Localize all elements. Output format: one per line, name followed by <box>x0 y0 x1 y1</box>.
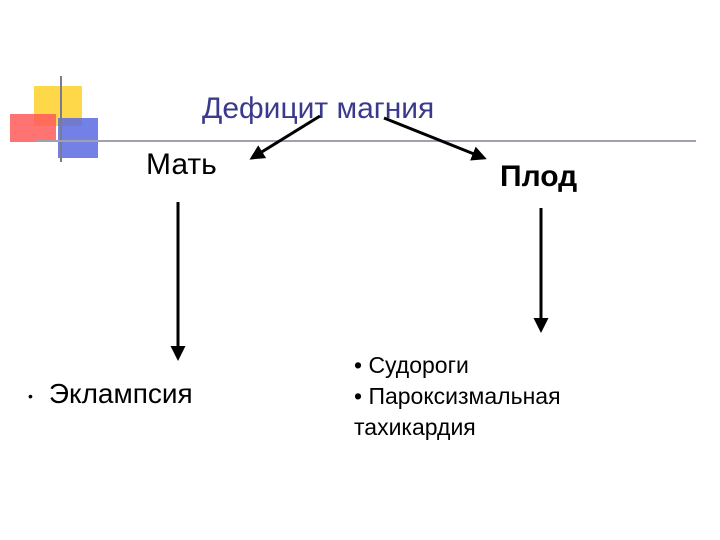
arrow-title-to-fetus <box>384 118 484 158</box>
arrow-title-to-mother <box>252 116 320 158</box>
